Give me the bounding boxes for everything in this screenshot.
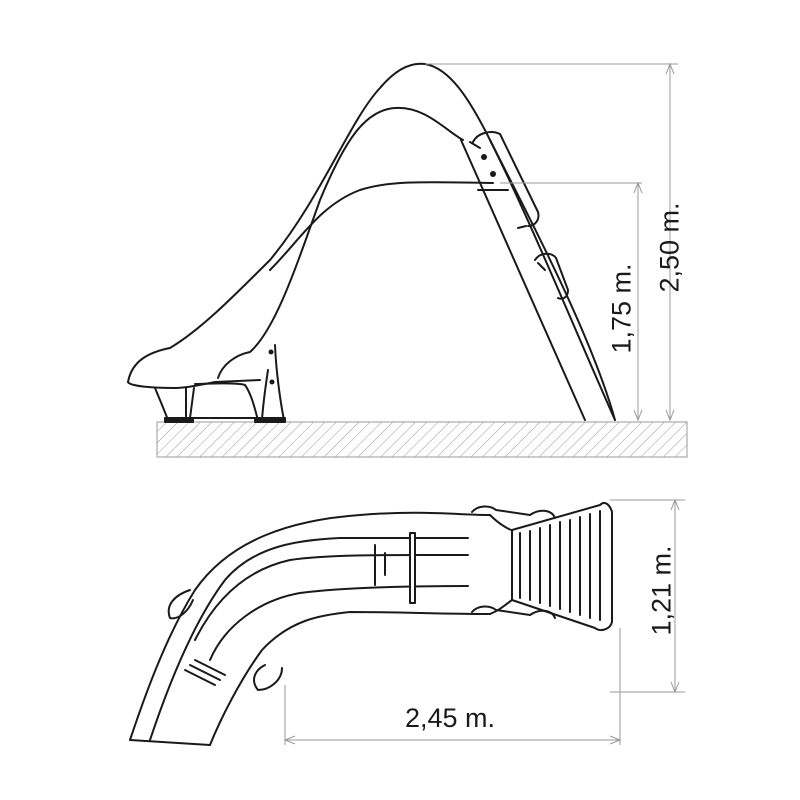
label-length: 2,45 m. <box>404 703 496 733</box>
label-width: 1,21 m. <box>646 545 677 636</box>
label-total-height: 2,50 m. <box>654 202 685 293</box>
label-platform-height: 1,75 m. <box>606 263 637 354</box>
dimension-lines-top <box>283 498 685 745</box>
slide-side-outline <box>127 62 616 423</box>
rivets-side <box>268 154 496 385</box>
slide-top-outline <box>129 502 613 746</box>
top-view <box>129 498 685 746</box>
dimension-lines-side <box>425 62 678 422</box>
side-view <box>127 62 688 458</box>
ground-hatch <box>156 421 688 458</box>
